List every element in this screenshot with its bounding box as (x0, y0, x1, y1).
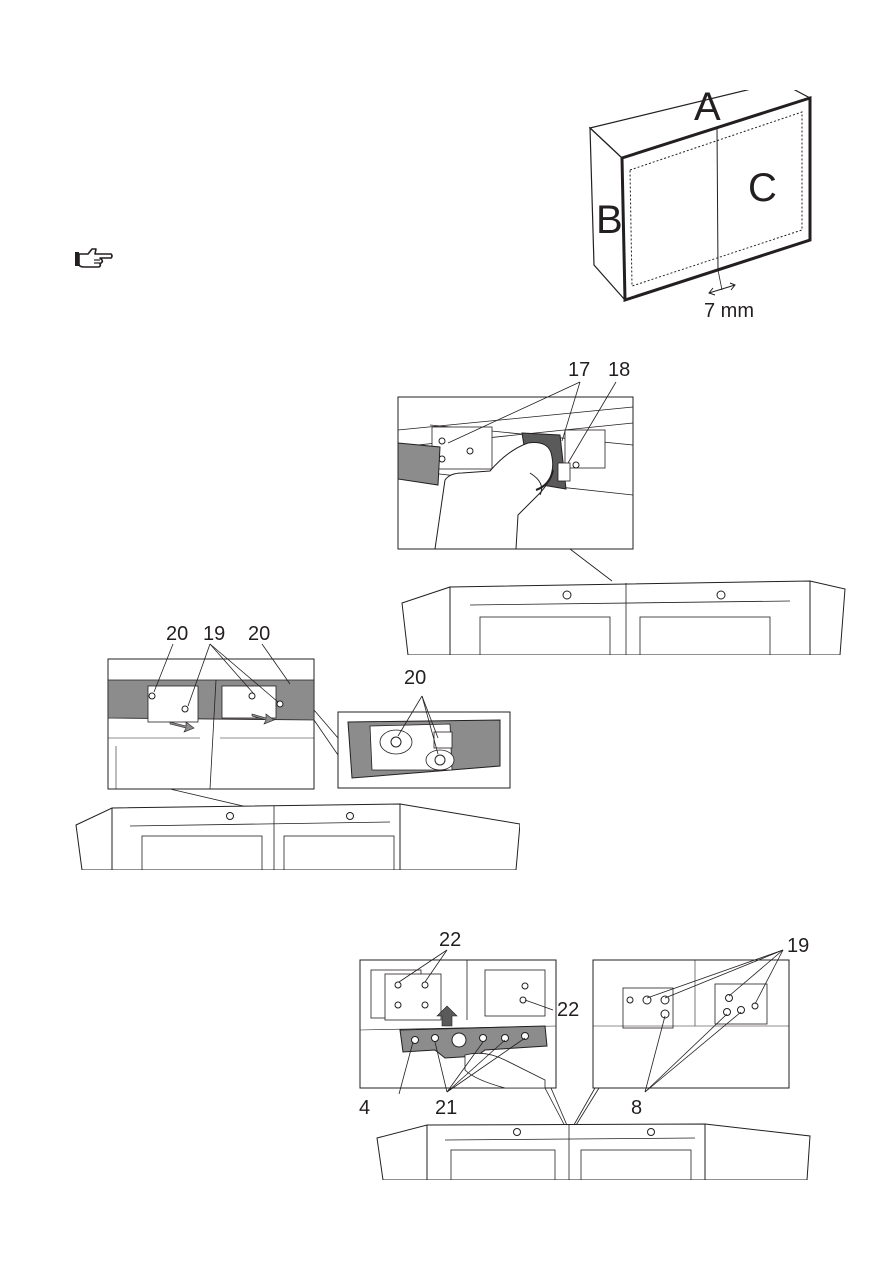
callout-18: 18 (608, 360, 630, 380)
callout-20-zoom: 20 (404, 668, 426, 688)
label-c: C (748, 168, 777, 208)
cabinet-gap-figure: A B C 7 mm (580, 90, 820, 330)
callout-21: 21 (435, 1098, 457, 1118)
callout-22-top: 22 (439, 930, 461, 950)
gap-label: 7 mm (704, 301, 754, 321)
plate-mounting-figure: 22 22 4 21 19 8 (355, 930, 815, 1180)
callout-20-right: 20 (248, 624, 270, 644)
label-b: B (596, 200, 623, 240)
callout-22-right: 22 (557, 1000, 579, 1020)
screw-removal-drawing (70, 620, 520, 870)
pointing-hand-icon (74, 246, 114, 270)
plate-mounting-drawing (355, 930, 815, 1180)
callout-8: 8 (631, 1098, 642, 1118)
callout-19: 19 (787, 936, 809, 956)
cover-removal-figure: 17 18 (390, 355, 860, 655)
cover-removal-drawing (390, 355, 860, 655)
screw-removal-figure: 20 19 20 20 (70, 620, 520, 870)
callout-20-left: 20 (166, 624, 188, 644)
label-a: A (694, 87, 721, 127)
callout-19: 19 (203, 624, 225, 644)
callout-17: 17 (568, 360, 590, 380)
callout-4: 4 (359, 1098, 370, 1118)
